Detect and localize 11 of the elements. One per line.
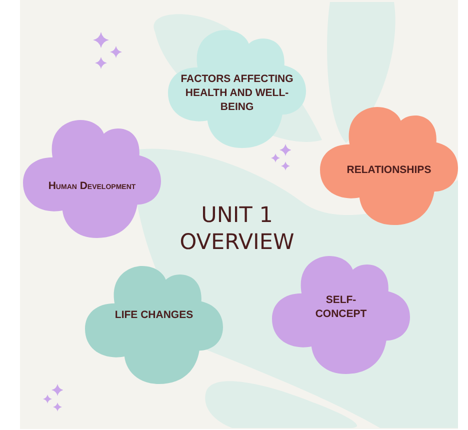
topic-label: FACTORS AFFECTING HEALTH AND WELL-BEING xyxy=(180,72,294,114)
cloud-shape xyxy=(168,30,306,148)
cloud-shape xyxy=(85,266,223,384)
cloud-shape xyxy=(272,256,410,374)
topic-label: SELF-CONCEPT xyxy=(314,293,368,321)
topic-label: RELATIONSHIPS xyxy=(346,163,432,177)
cloud-shape xyxy=(23,120,161,238)
title: UNIT 1 OVERVIEW xyxy=(178,202,296,256)
cloud-shape xyxy=(320,107,458,225)
topic-label: LIFE CHANGES xyxy=(114,308,194,322)
topic-label: Human Development xyxy=(47,179,137,193)
